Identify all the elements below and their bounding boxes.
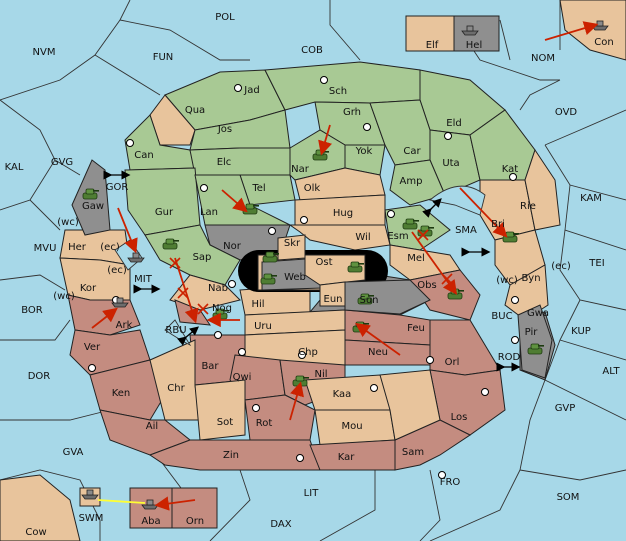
label-nom: NOM [531,53,555,64]
label-lit: LIT [304,488,320,499]
label-kam: KAM [580,193,602,204]
label-her-wc: (wc) [57,217,79,228]
region-pir [517,304,553,379]
land-provinces [59,61,561,471]
label-mit: MIT [134,274,153,285]
label-dor: DOR [28,371,51,382]
label-pol: POL [215,12,235,23]
label-cob: COB [301,45,323,56]
label-fun: FUN [153,52,174,63]
label-tei: TEI [588,258,604,269]
label-gva: GVA [63,447,84,458]
failed-orders [169,229,453,315]
order-arrows [91,21,599,511]
label-som: SOM [557,492,580,503]
label-alt: ALT [602,366,620,377]
label-kup: KUP [571,326,591,337]
lake-provinces [261,234,431,315]
label-sma: SMA [455,225,477,236]
box-elf [405,15,455,52]
supply-centers [88,76,519,479]
island-con [559,0,626,61]
inlet-rbu [164,319,192,347]
label-mvu: MVU [34,243,57,254]
label-ovd: OVD [555,107,578,118]
inlet-sma [428,185,486,216]
label-gor: GOR [106,182,129,193]
label-rod: ROD [498,352,521,363]
box-orn [171,487,218,529]
support-line [97,499,146,504]
island-cow [0,474,81,541]
label-bor: BOR [21,305,43,316]
label-nvm: NVM [33,47,56,58]
label-dax: DAX [270,519,291,530]
label-kal: KAL [5,162,24,173]
passage-arrows [103,170,521,372]
label-buc: BUC [491,311,512,322]
label-gvp: GVP [555,403,576,414]
